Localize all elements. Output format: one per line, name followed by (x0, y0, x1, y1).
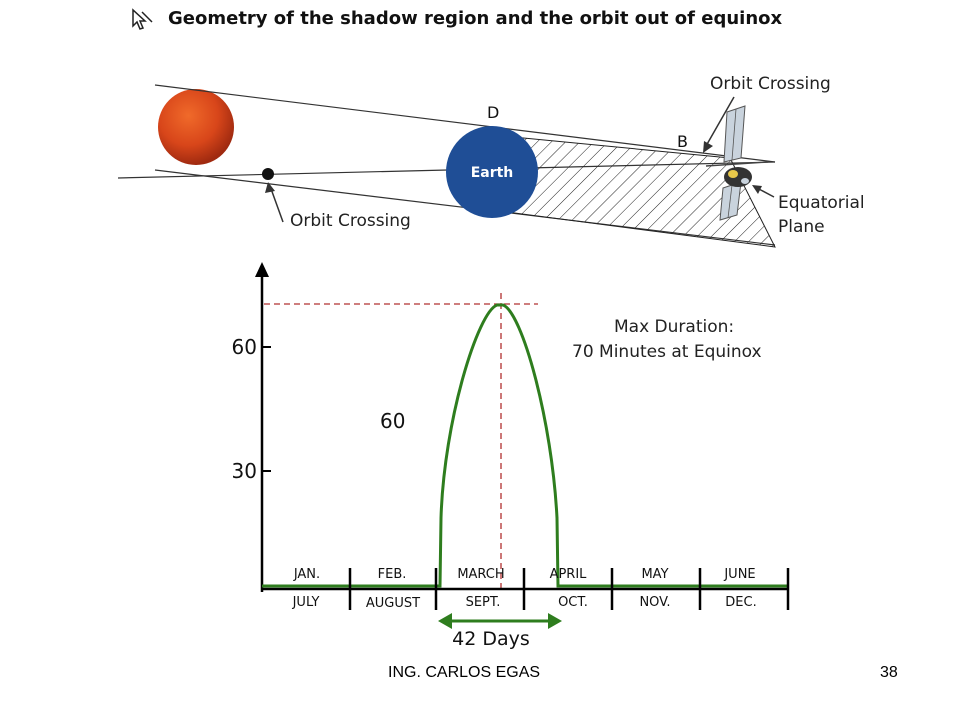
month-top-label: JAN. (293, 567, 320, 582)
footer-author: ING. CARLOS EGAS (388, 664, 541, 681)
month-top-label: JUNE (723, 567, 755, 582)
equatorial-plane-label-line2: Plane (778, 217, 825, 237)
month-top-label: APRIL (550, 567, 588, 582)
orbit-crossing-arrow-bottom (269, 185, 284, 223)
y-tick-label-30: 30 (232, 459, 257, 483)
equatorial-plane-label-line1: Equatorial (778, 193, 865, 213)
orbit-crossing-label-bottom: Orbit Crossing (290, 211, 411, 231)
month-bottom-label: SEPT. (466, 595, 501, 610)
y-axis-arrow-icon (255, 262, 269, 277)
y-tick-label-60: 60 (232, 335, 257, 359)
month-bottom-label: AUGUST (366, 596, 420, 611)
span-arrow-left-icon (438, 613, 452, 629)
orbit-crossing-label-top: Orbit Crossing (710, 74, 831, 94)
month-top-label: MAY (641, 567, 668, 582)
month-top-label: MARCH (457, 567, 504, 582)
max-duration-label-line2: 70 Minutes at Equinox (572, 342, 762, 362)
arrowhead-icon (752, 185, 762, 194)
slide-title: Geometry of the shadow region and the or… (168, 8, 783, 29)
span-label: 42 Days (452, 628, 530, 650)
month-bottom-label: DEC. (725, 595, 756, 610)
arrowhead-icon (265, 182, 275, 193)
satellite-icon (705, 105, 769, 221)
earth-label: Earth (471, 165, 514, 181)
month-top-label: FEB. (378, 567, 407, 582)
month-bottom-label: JULY (292, 595, 320, 610)
orbit-upper-line (154, 84, 776, 163)
center-value-label: 60 (380, 409, 405, 433)
page-number: 38 (880, 664, 898, 681)
eclipse-duration-curve (262, 303, 788, 588)
pointer-icon (132, 8, 153, 30)
month-bottom-label: NOV. (639, 595, 670, 610)
point-b-label: B (677, 132, 688, 151)
arrowhead-icon (703, 141, 713, 153)
point-d-label: D (487, 103, 499, 122)
month-bottom-label: OCT. (558, 595, 588, 610)
sun (158, 89, 234, 165)
orbit-crossing-arrow-top (705, 96, 735, 147)
span-arrow-right-icon (548, 613, 562, 629)
max-duration-label-line1: Max Duration: (614, 317, 734, 337)
earth (446, 126, 538, 218)
orbit-crossing-point (262, 168, 274, 180)
